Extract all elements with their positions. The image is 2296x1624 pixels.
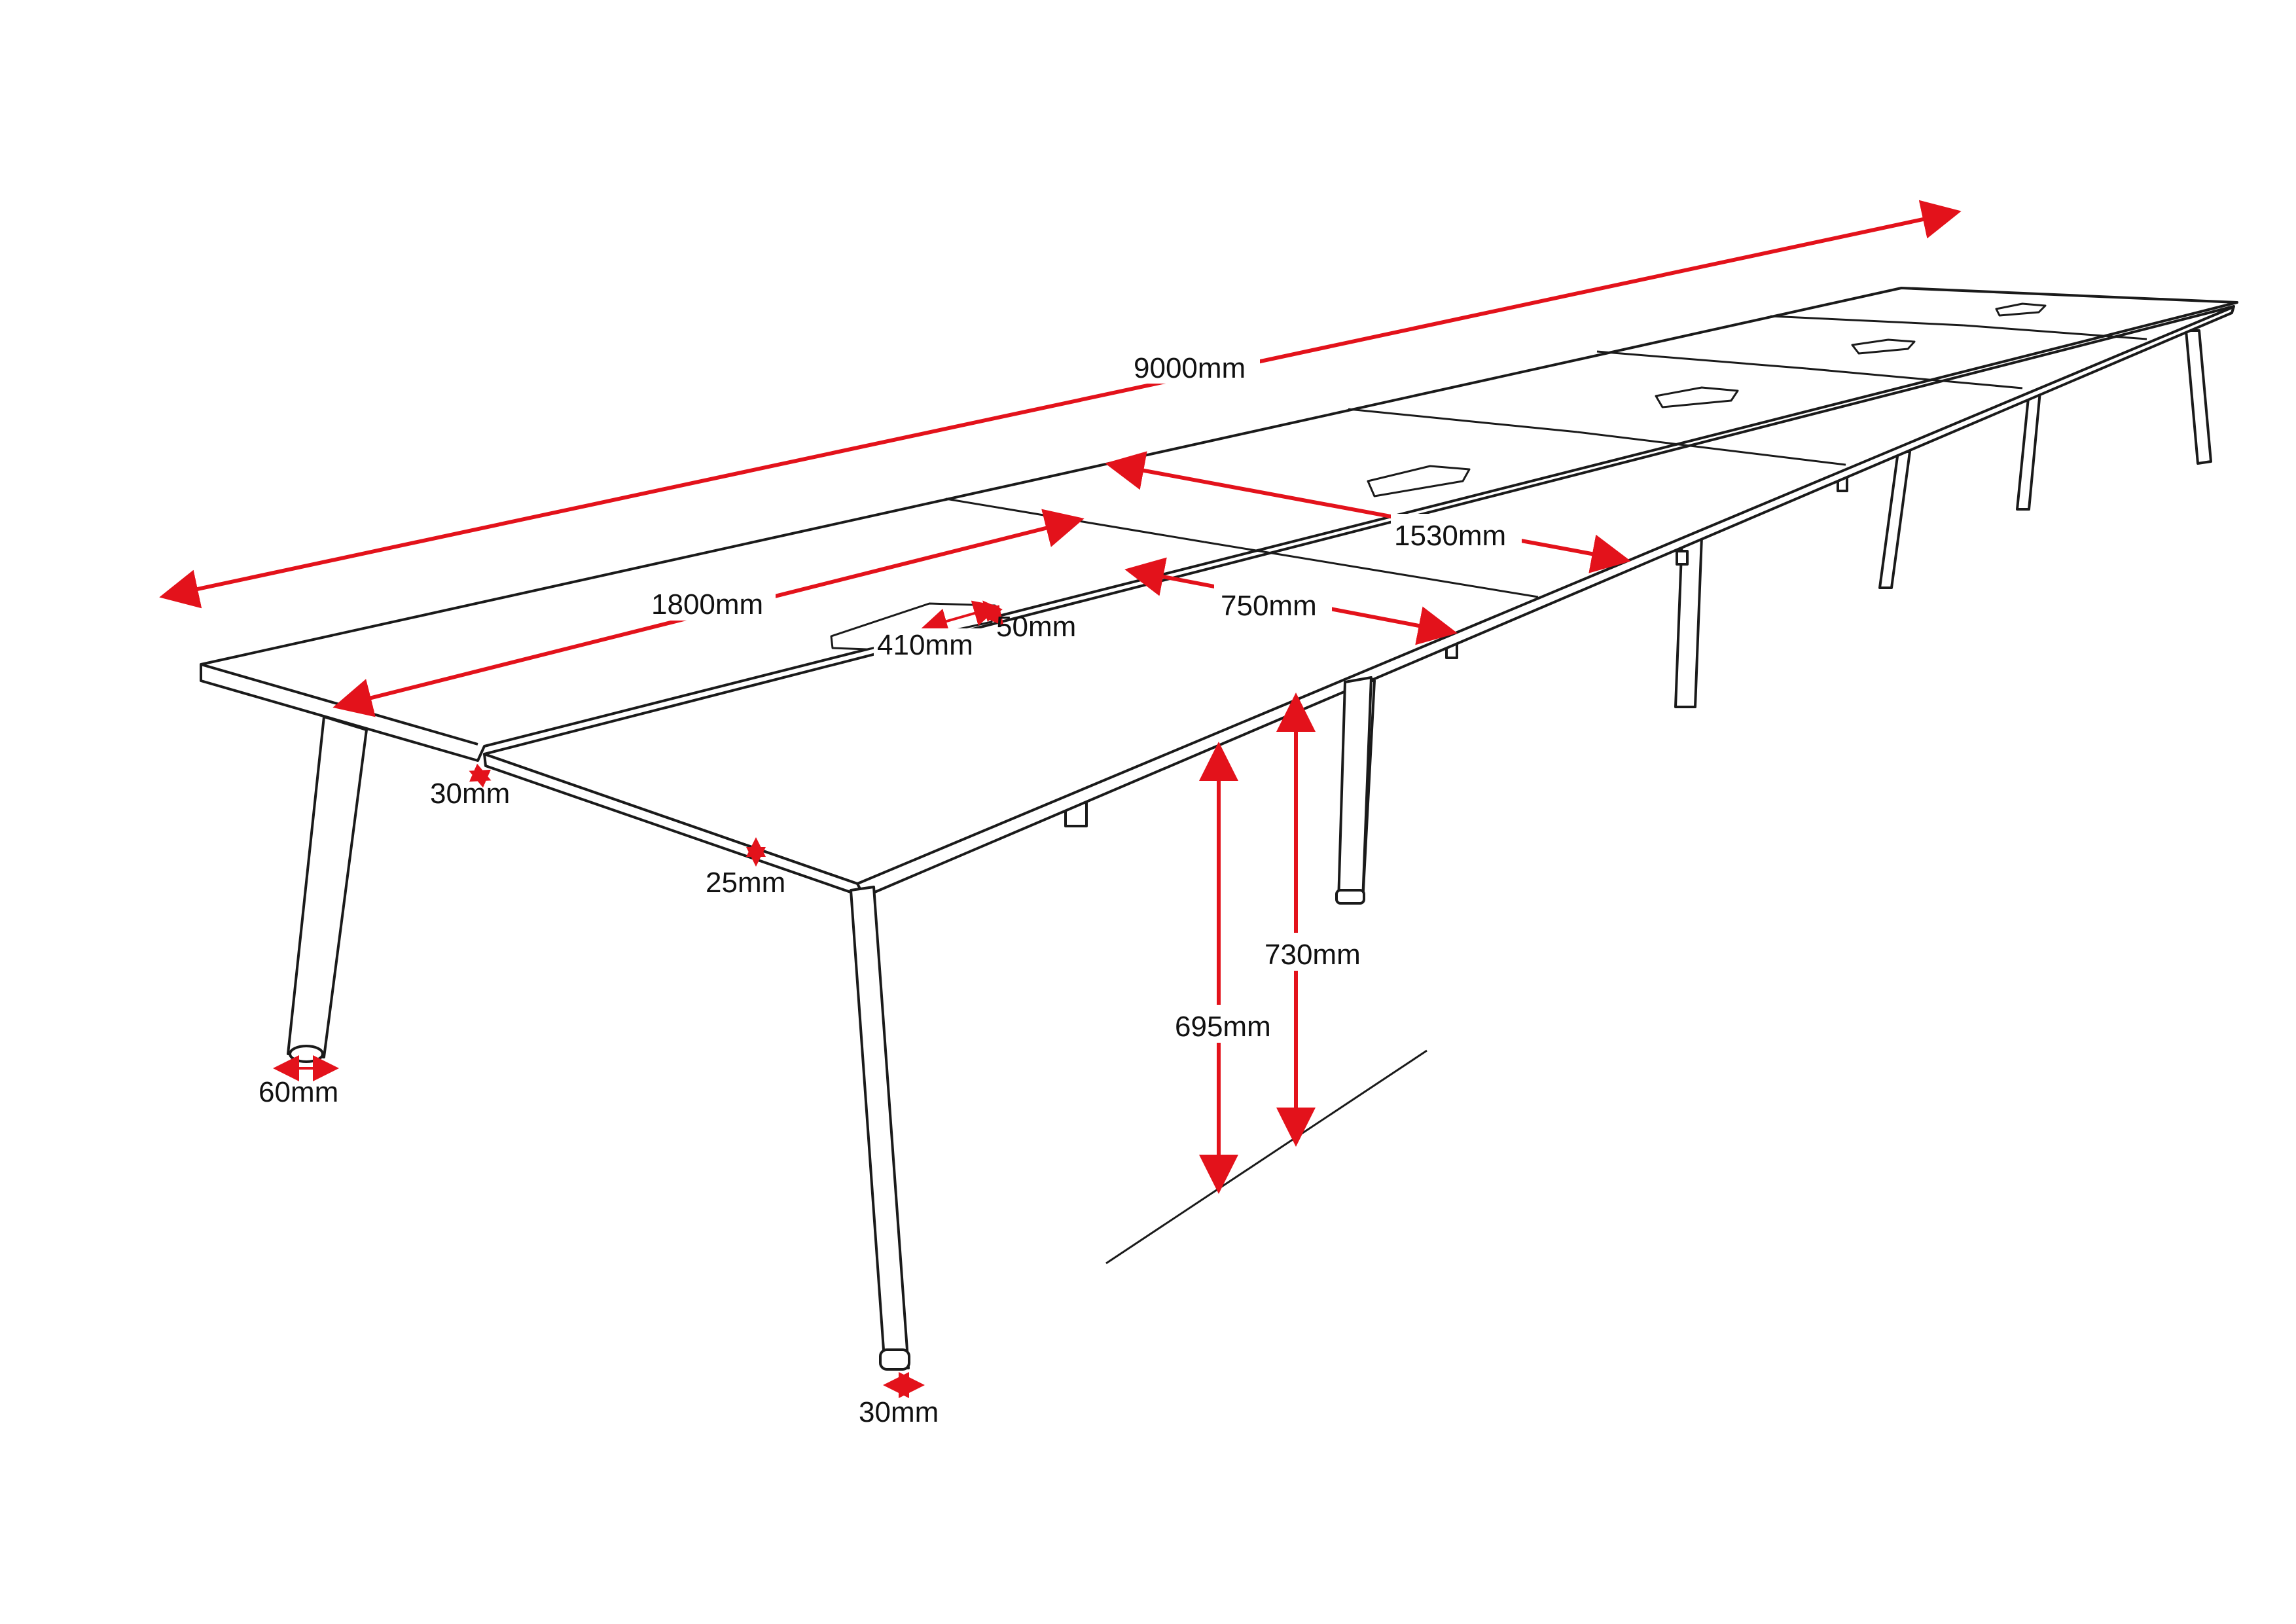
label-panel-depth: 750mm: [1221, 590, 1317, 622]
arrow-cable-port-depth: [982, 600, 1004, 626]
label-backgrounds: [648, 346, 1522, 1043]
label-overall-length: 9000mm: [1134, 352, 1246, 384]
floor-line: [1105, 1049, 1427, 1265]
leg-front-middle: [850, 886, 910, 1371]
label-gap: 30mm: [430, 778, 510, 810]
label-panel-length: 1530mm: [1394, 520, 1506, 552]
label-desk-width: 1800mm: [651, 588, 763, 621]
leg-front-left: [287, 715, 368, 1063]
label-leg-width: 60mm: [259, 1076, 338, 1108]
label-cable-port-length: 410mm: [877, 629, 973, 661]
label-underside-height: 695mm: [1175, 1011, 1271, 1043]
dimension-labels: 9000mm 1800mm 1530mm 750mm 410mm 50mm 30…: [259, 352, 1506, 1428]
cable-port: [1995, 302, 2047, 317]
leg-front-center: [1335, 676, 1372, 905]
label-overall-height: 730mm: [1265, 939, 1361, 971]
label-cable-port-depth: 50mm: [996, 611, 1076, 643]
label-leg-depth: 30mm: [859, 1396, 939, 1428]
arrow-gap: [469, 763, 492, 788]
label-top-thickness: 25mm: [706, 867, 785, 899]
arrow-panel-length: [1105, 451, 1631, 573]
front-legs: [287, 676, 1372, 1371]
